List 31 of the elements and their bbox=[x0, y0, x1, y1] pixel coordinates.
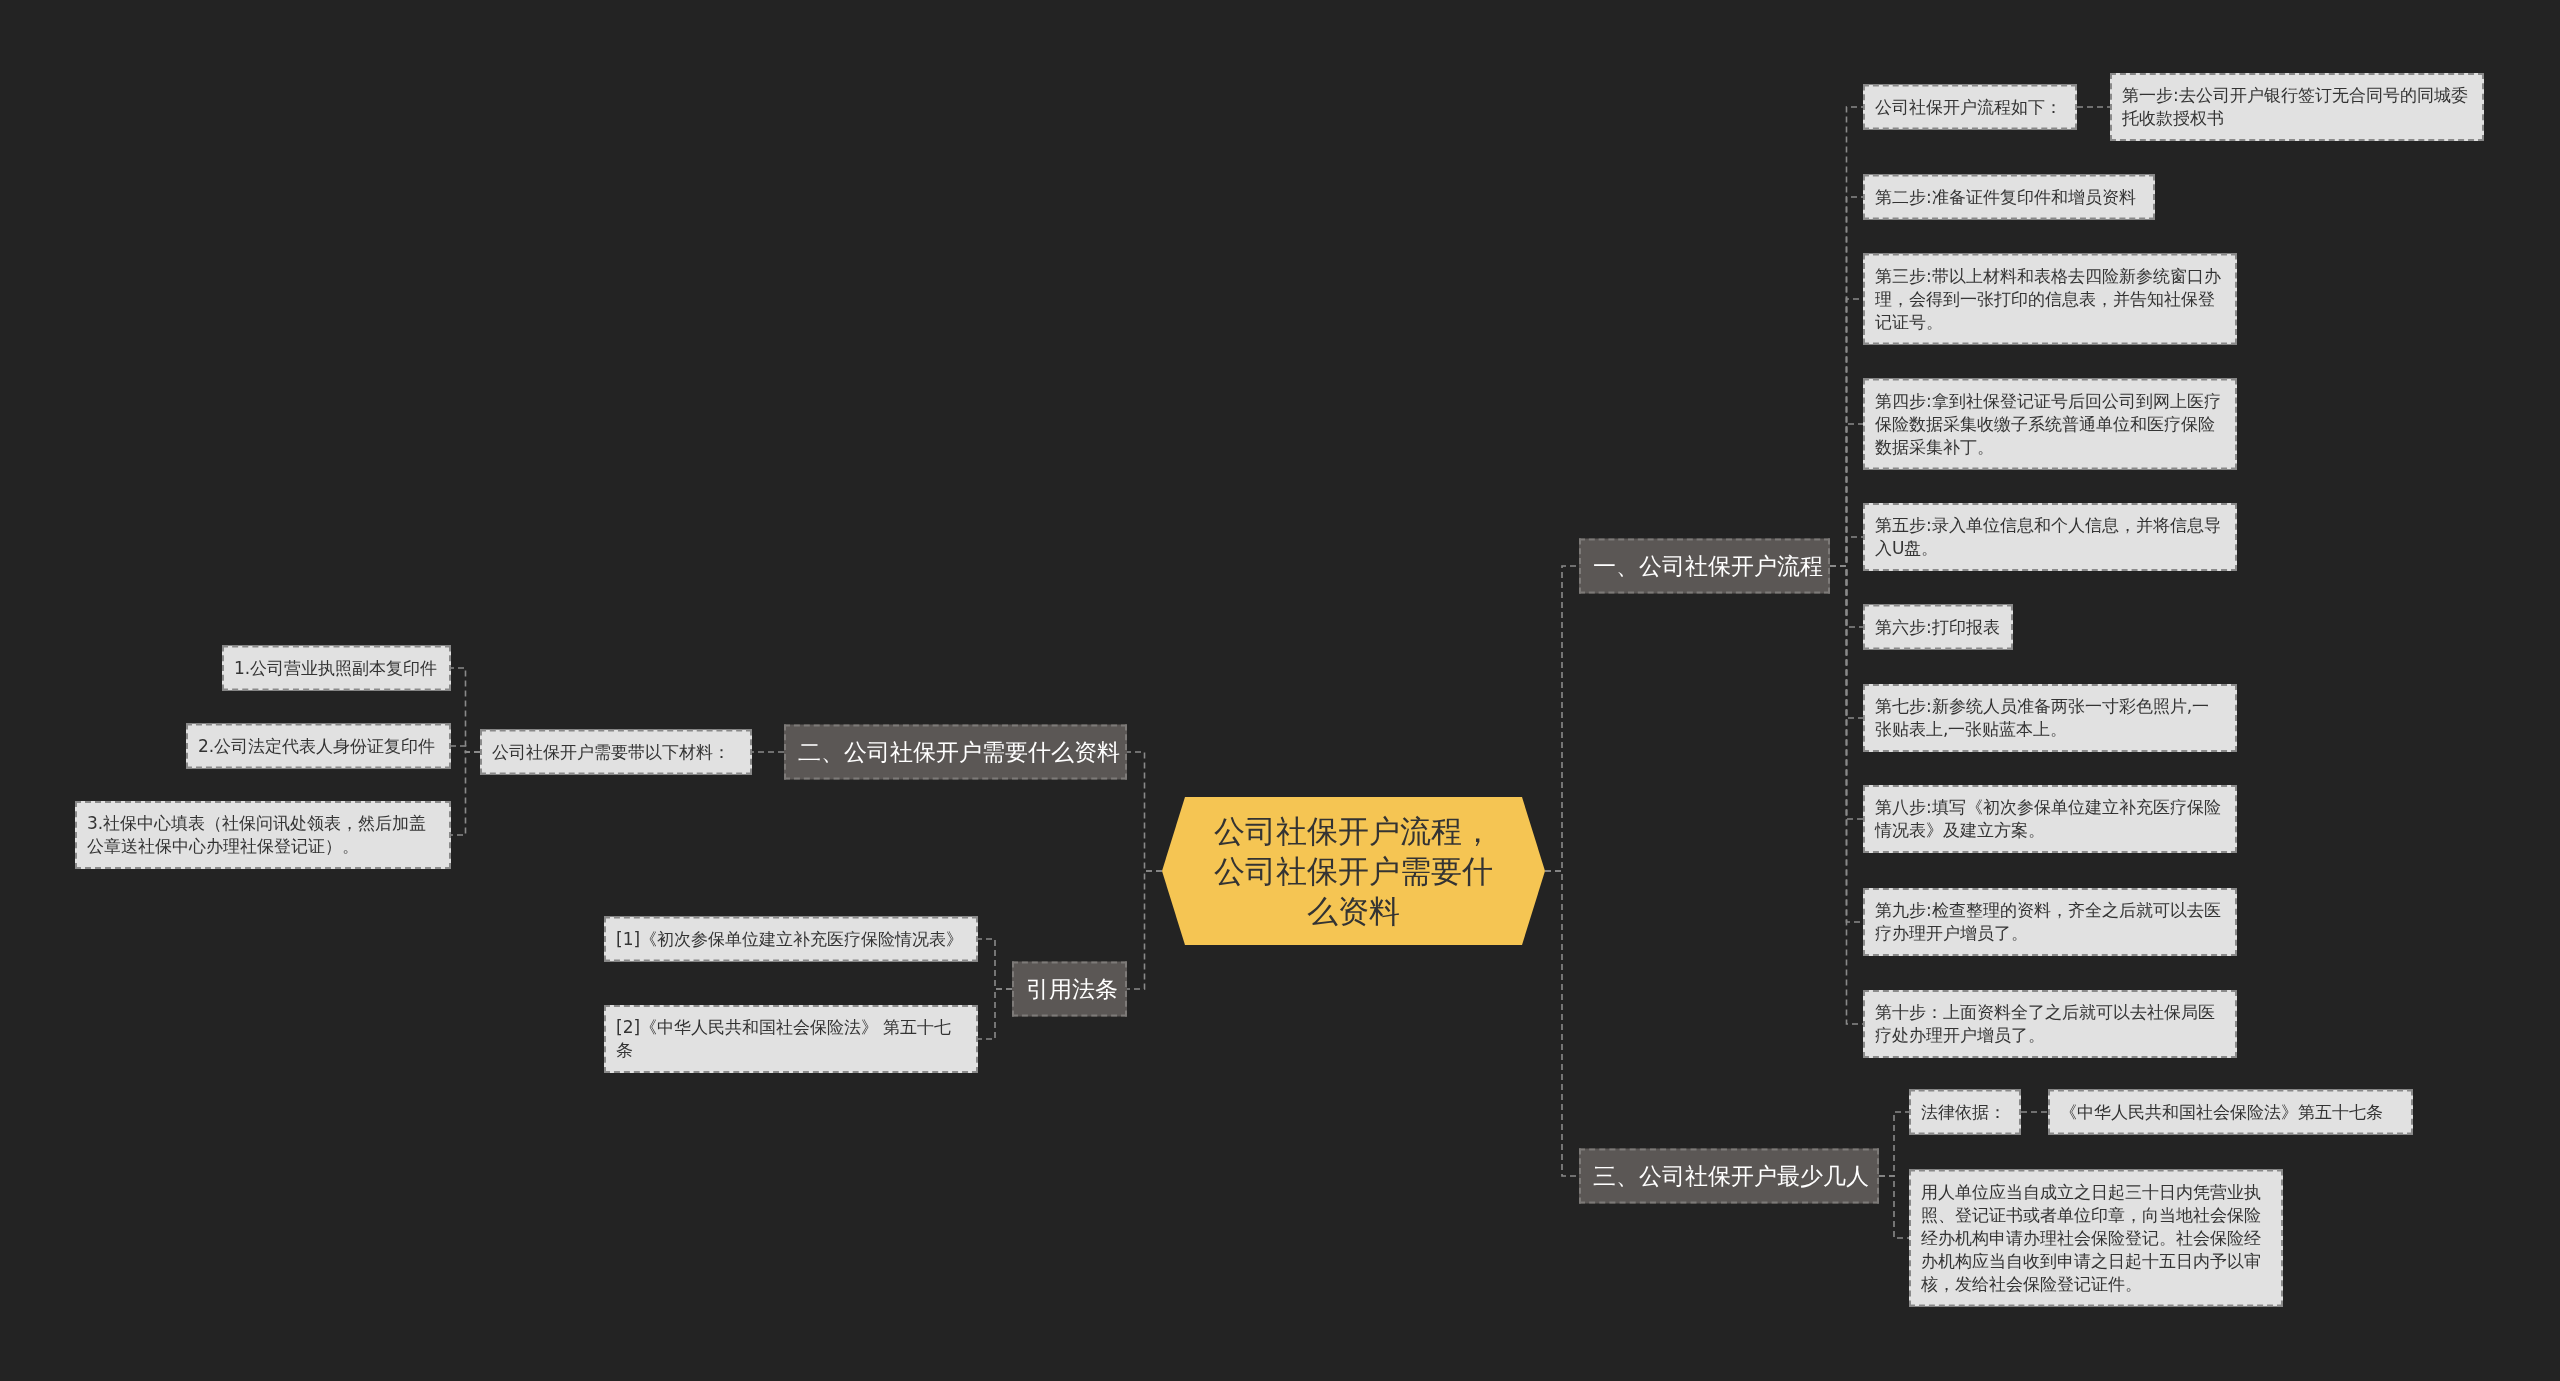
connector-line bbox=[1126, 870, 1163, 990]
subtopic: 第八步:填写《初次参保单位建立补充医疗保险情况表》及建立方案。 bbox=[1863, 785, 2237, 853]
subtopic: 公司社保开户流程如下： bbox=[1863, 84, 2077, 130]
subtopic: 第三步:带以上材料和表格去四险新参统窗口办理，会得到一张打印的信息表，并告知社保登记证号。 bbox=[1863, 253, 2237, 345]
subtopic: 用人单位应当自成立之日起三十日内凭营业执照、登记证书或者单位印章，向当地社会保险经办机构申请办理社会保险登记。社会保险经办机构应当自收到申请之日起十五日内予以审核，发给社会保险登记证件。 bbox=[1909, 1169, 2283, 1307]
subtopic: 第四步:拿到社保登记证号后回公司到网上医疗保险数据采集收缴子系统普通单位和医疗保险数据采集补丁。 bbox=[1863, 378, 2237, 470]
connector-line bbox=[2076, 106, 2111, 108]
branch-topic: 引用法条 bbox=[1012, 961, 1127, 1017]
branch-topic: 三、公司社保开户最少几人 bbox=[1579, 1148, 1879, 1204]
subtopic: 法律依据： bbox=[1909, 1089, 2021, 1135]
subtopic: 第十步：上面资料全了之后就可以去社保局医疗处办理开户增员了。 bbox=[1863, 990, 2237, 1058]
connector-line bbox=[1878, 1175, 1910, 1239]
connector-line bbox=[2020, 1111, 2049, 1113]
subtopic: 第二步:准备证件复印件和增员资料 bbox=[1863, 174, 2155, 220]
subtopic: 第六步:打印报表 bbox=[1863, 604, 2013, 650]
branch-topic: 一、公司社保开户流程 bbox=[1579, 538, 1830, 594]
connector-line bbox=[751, 751, 785, 753]
subtopic: 第五步:录入单位信息和个人信息，并将信息导入U盘。 bbox=[1863, 503, 2237, 571]
branch-topic: 二、公司社保开户需要什么资料 bbox=[784, 724, 1127, 780]
subtopic: 3.社保中心填表（社保问讯处领表，然后加盖公章送社保中心办理社保登记证）。 bbox=[75, 801, 451, 869]
subtopic: 第一步:去公司开户银行签订无合同号的同城委托收款授权书 bbox=[2110, 73, 2484, 141]
subtopic: 公司社保开户需要带以下材料： bbox=[480, 729, 752, 775]
connector-line bbox=[450, 751, 481, 836]
subtopic: [2]《中华人民共和国社会保险法》 第五十七条 bbox=[604, 1005, 978, 1073]
subtopic: 第九步:检查整理的资料，齐全之后就可以去医疗办理开户增员了。 bbox=[1863, 888, 2237, 956]
subtopic: [1]《初次参保单位建立补充医疗保险情况表》 bbox=[604, 916, 978, 962]
subtopic: 第七步:新参统人员准备两张一寸彩色照片,一张贴表上,一张贴蓝本上。 bbox=[1863, 684, 2237, 752]
connector-line bbox=[977, 988, 1013, 1040]
subtopic: 1.公司营业执照副本复印件 bbox=[222, 645, 451, 691]
subtopic: 2.公司法定代表人身份证复印件 bbox=[186, 723, 451, 769]
subtopic: 《中华人民共和国社会保险法》第五十七条 bbox=[2048, 1089, 2413, 1135]
